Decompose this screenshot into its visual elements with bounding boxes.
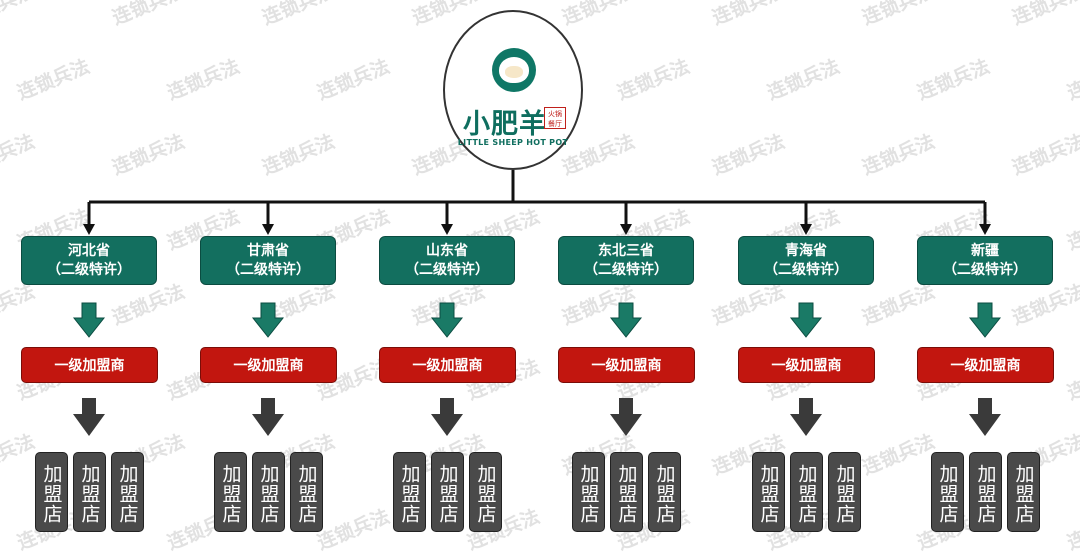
store-node: 加盟店 [431, 452, 464, 532]
franchisee-node: 一级加盟商 [917, 347, 1054, 383]
province-name: 河北省 [68, 242, 110, 259]
store-node: 加盟店 [214, 452, 247, 532]
arrowhead [441, 224, 453, 235]
franchisee-node: 一级加盟商 [558, 347, 695, 383]
arrowhead [800, 224, 812, 235]
store-node: 加盟店 [290, 452, 323, 532]
down-arrow-icon [73, 398, 105, 436]
store-node: 加盟店 [969, 452, 1002, 532]
store-node: 加盟店 [252, 452, 285, 532]
arrowhead [262, 224, 274, 235]
down-arrow-icon [789, 302, 823, 338]
down-arrow-icon [609, 302, 643, 338]
province-node: 新疆 （二级特许） [917, 236, 1053, 285]
arrowhead [979, 224, 991, 235]
province-level: （二级特许） [943, 261, 1027, 278]
down-arrow-icon [969, 398, 1001, 436]
province-name: 甘肃省 [247, 242, 289, 259]
store-node: 加盟店 [752, 452, 785, 532]
down-arrow-icon [252, 398, 284, 436]
down-arrow-icon [610, 398, 642, 436]
brand-english: LITTLE SHEEP HOT POT [457, 138, 569, 147]
franchisee-node: 一级加盟商 [738, 347, 875, 383]
franchisee-node: 一级加盟商 [379, 347, 516, 383]
store-node: 加盟店 [790, 452, 823, 532]
province-node: 青海省 （二级特许） [738, 236, 874, 285]
arrowhead [620, 224, 632, 235]
sheep-icon [492, 48, 536, 92]
store-node: 加盟店 [1007, 452, 1040, 532]
down-arrow-icon [430, 302, 464, 338]
down-arrow-icon [251, 302, 285, 338]
store-node: 加盟店 [111, 452, 144, 532]
province-node: 东北三省 （二级特许） [558, 236, 694, 285]
store-node: 加盟店 [35, 452, 68, 532]
brand-sub: 火锅餐厅 [544, 107, 566, 129]
down-arrow-icon [72, 302, 106, 338]
province-node: 甘肃省 （二级特许） [200, 236, 336, 285]
store-node: 加盟店 [393, 452, 426, 532]
store-node: 加盟店 [931, 452, 964, 532]
franchisee-node: 一级加盟商 [21, 347, 158, 383]
store-node: 加盟店 [828, 452, 861, 532]
down-arrow-icon [790, 398, 822, 436]
province-level: （二级特许） [47, 261, 131, 278]
store-node: 加盟店 [73, 452, 106, 532]
store-node: 加盟店 [648, 452, 681, 532]
province-level: （二级特许） [764, 261, 848, 278]
brand-logo: 小肥羊 火锅餐厅 LITTLE SHEEP HOT POT [443, 10, 583, 170]
province-level: （二级特许） [405, 261, 489, 278]
province-name: 新疆 [971, 242, 999, 259]
province-node: 山东省 （二级特许） [379, 236, 515, 285]
arrowhead [83, 224, 95, 235]
province-level: （二级特许） [584, 261, 668, 278]
down-arrow-icon [968, 302, 1002, 338]
franchisee-node: 一级加盟商 [200, 347, 337, 383]
province-node: 河北省 （二级特许） [21, 236, 157, 285]
store-node: 加盟店 [469, 452, 502, 532]
province-name: 山东省 [426, 242, 468, 259]
down-arrow-icon [431, 398, 463, 436]
province-name: 东北三省 [598, 242, 654, 259]
store-node: 加盟店 [572, 452, 605, 532]
store-node: 加盟店 [610, 452, 643, 532]
province-level: （二级特许） [226, 261, 310, 278]
brand-name: 小肥羊 [463, 109, 547, 140]
province-name: 青海省 [785, 242, 827, 259]
